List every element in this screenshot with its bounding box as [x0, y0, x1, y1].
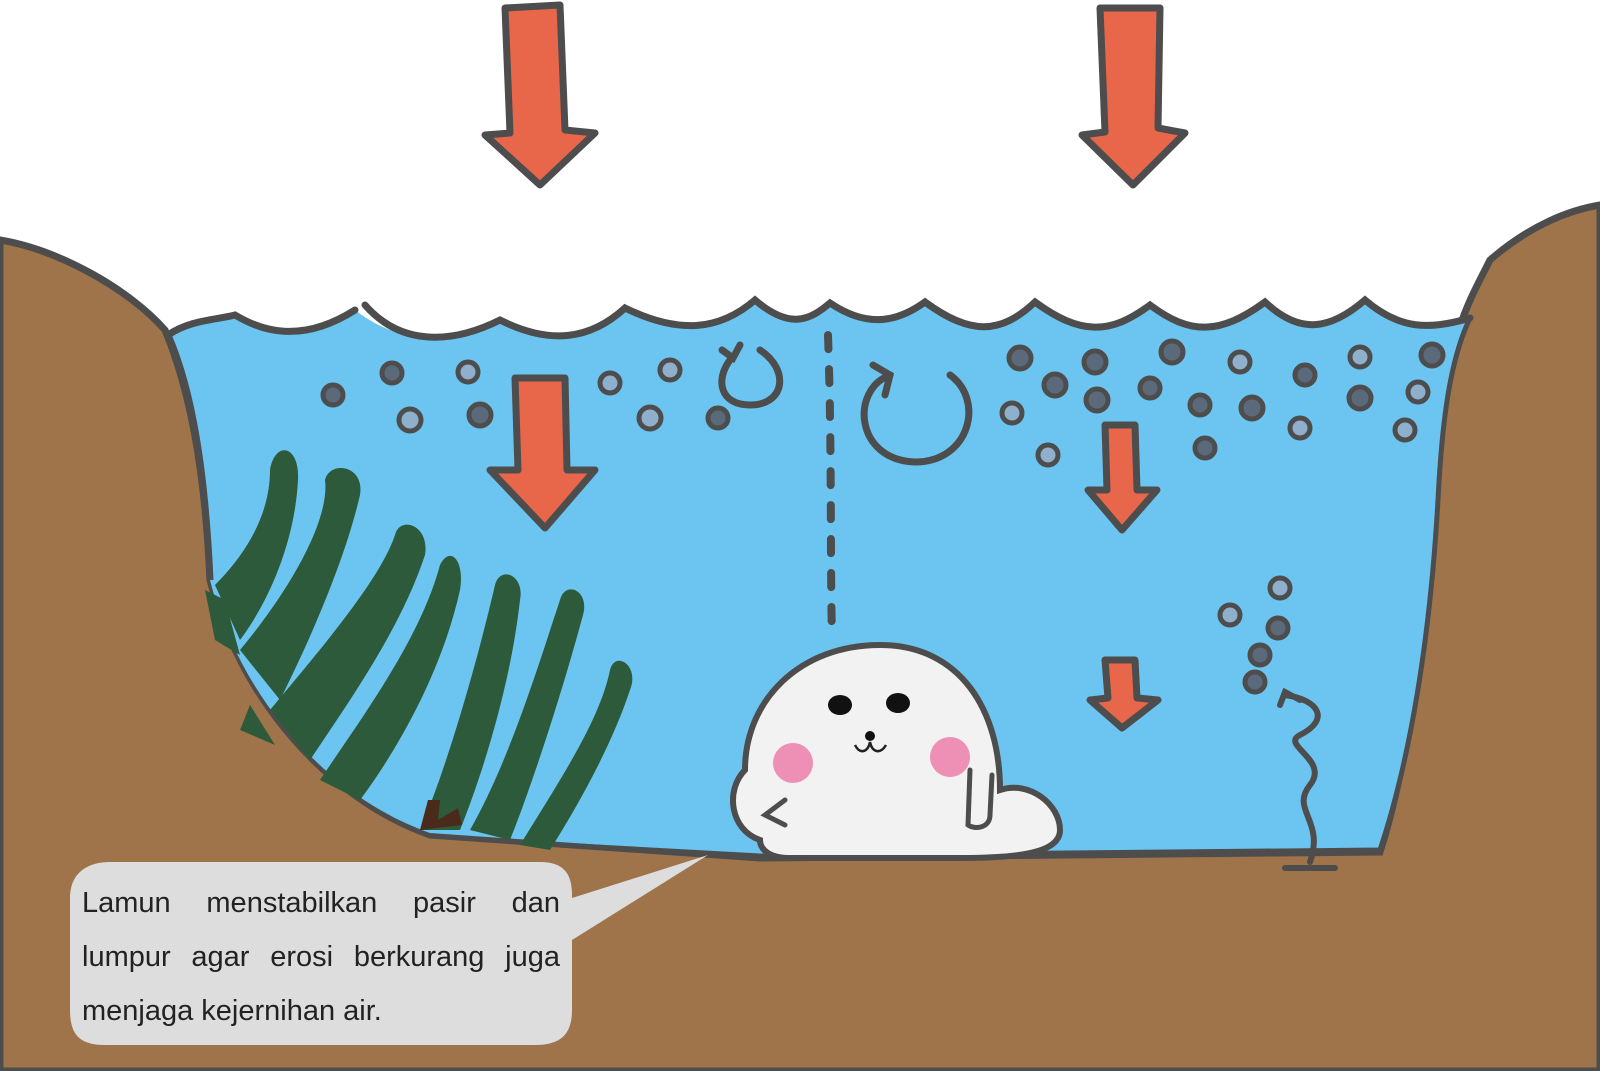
seagrass-root	[420, 800, 462, 830]
down-arrow-icon	[481, 1, 1189, 732]
seal-icon	[730, 641, 1064, 861]
dashed-divider	[824, 331, 836, 644]
bubble-trail	[1277, 687, 1338, 871]
callout-text: Lamun menstabilkan pasir dan lumpur agar…	[82, 887, 560, 1027]
particle-icon	[320, 338, 1446, 695]
water-surface	[164, 295, 1474, 341]
circular-arrow-icon	[718, 341, 973, 466]
water-bottom	[559, 316, 1473, 859]
seagrass-icon	[205, 450, 633, 850]
water-left-edge	[164, 333, 214, 581]
callout-bubble	[70, 855, 708, 1045]
